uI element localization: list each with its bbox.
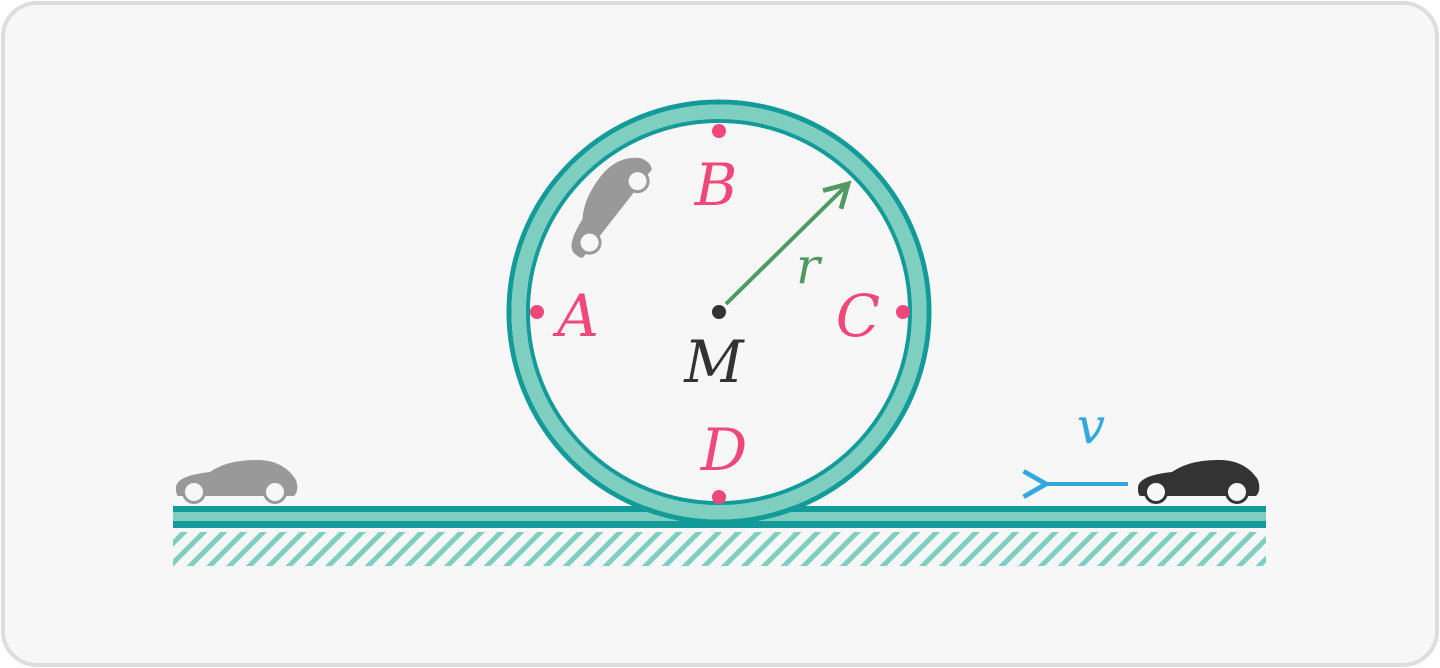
label-b: B [694, 151, 738, 219]
center-point [712, 305, 726, 319]
radius-arrow [724, 180, 852, 306]
label-c: C [836, 282, 880, 350]
label-d: D [700, 416, 748, 484]
car-active-right-icon [1138, 460, 1260, 504]
label-m: M [683, 328, 745, 396]
car-ghost-loop-icon [571, 157, 652, 258]
label-r: r [796, 237, 823, 295]
car-ghost-left-icon [176, 460, 298, 504]
point-b-dot [712, 124, 726, 138]
point-c-dot [896, 305, 910, 319]
point-a-dot [530, 305, 544, 319]
ground-hatch [173, 532, 1266, 566]
point-d-dot [712, 490, 726, 504]
label-a: A [552, 282, 599, 350]
label-v: v [1077, 397, 1105, 455]
